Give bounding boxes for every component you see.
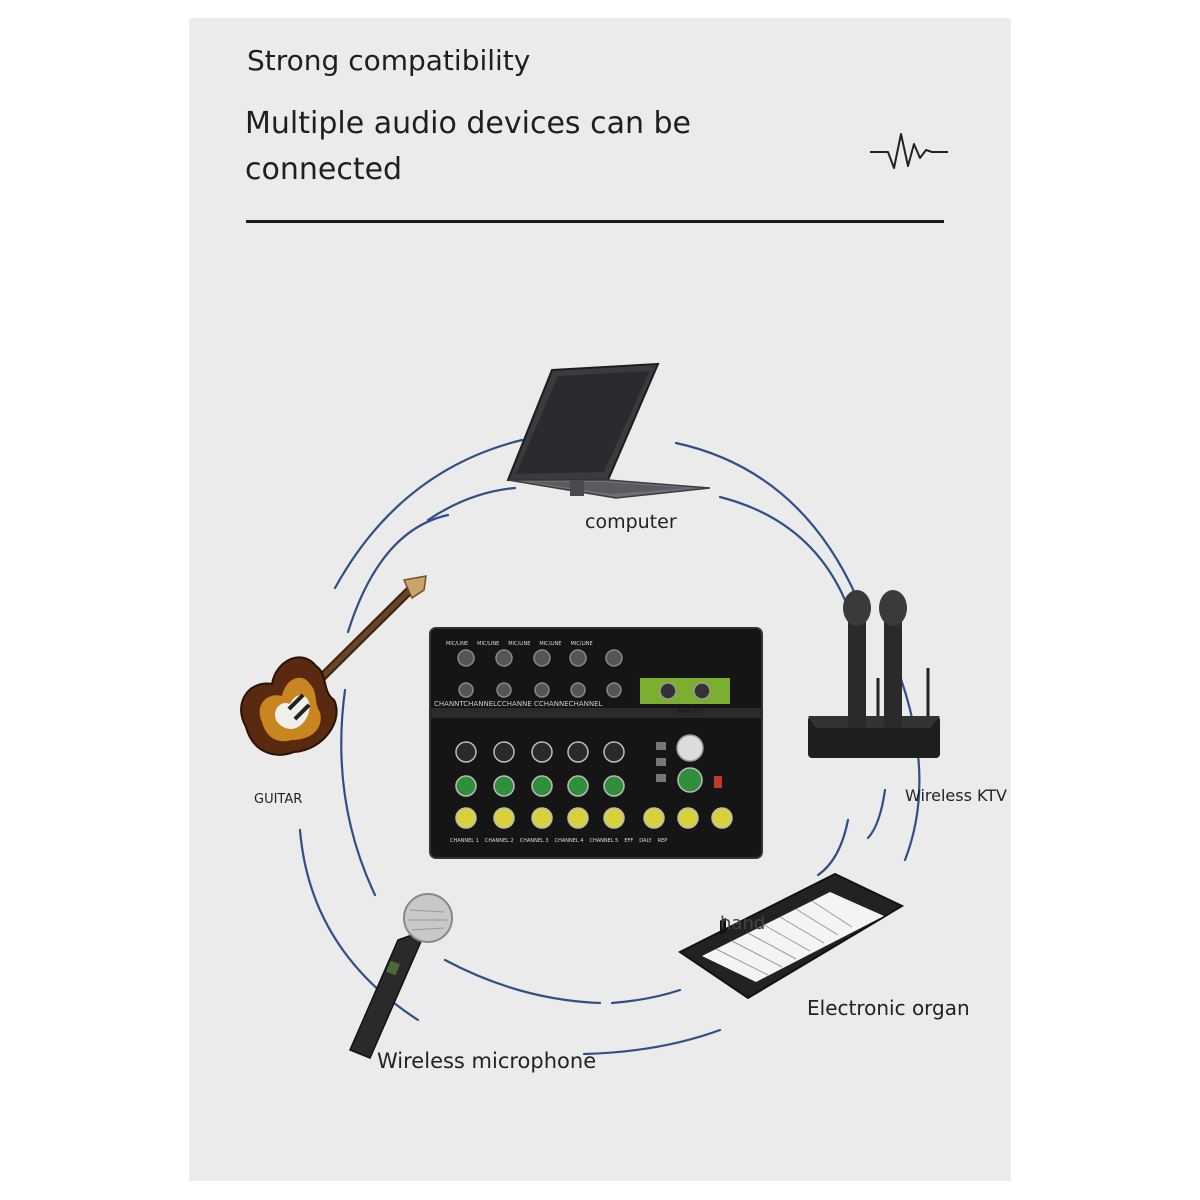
mixer-input-labels: MIC/LINE MIC/LINE MIC/LINE MIC/LINE MIC/… — [446, 641, 646, 647]
label-hand: hand — [720, 913, 766, 934]
wireless-ktv-image — [808, 590, 940, 758]
mixer-bottom-label: EFF — [624, 838, 634, 844]
page-subtitle: Multiple audio devices can be connected — [245, 106, 692, 187]
mixer-bottom-labels: CHANNEL 1 CHANNEL 2 CHANNEL 3 CHANNEL 4 … — [450, 838, 750, 844]
mixer-bottom-label: CHANNEL 1 — [450, 838, 479, 844]
mixer-input-label: MIC/LINE — [477, 641, 500, 647]
mixer-input-label: MIC/LINE — [446, 641, 469, 647]
header-divider — [246, 220, 944, 223]
label-wireless-microphone: Wireless microphone — [377, 1049, 597, 1073]
wireless-microphone-image — [349, 893, 453, 1059]
mixer-bottom-label: REP — [657, 838, 668, 844]
mixer-bottom-label: DALY — [639, 838, 652, 844]
page-title: Strong compatibility — [247, 44, 531, 77]
audio-mixer-image — [429, 627, 763, 859]
mixer-bottom-label: CHANNEL 4 — [554, 838, 584, 844]
mixer-main-out-label: MAIN OUT — [678, 709, 704, 715]
mixer-bottom-label: CHANNEL 5 — [589, 838, 619, 844]
mixer-bottom-label: CHANNEL 2 — [484, 838, 514, 844]
guitar-image — [240, 575, 427, 756]
electronic-organ-image — [678, 872, 905, 1000]
background-panel — [189, 18, 1011, 1181]
waveform-icon — [870, 133, 948, 169]
label-electronic-organ: Electronic organ — [807, 996, 970, 1020]
mixer-input-label: MIC/LINE — [570, 641, 593, 647]
mixer-input-label: MIC/LINE — [539, 641, 562, 647]
laptop-image — [506, 362, 711, 499]
label-wireless-ktv: Wireless KTV — [905, 786, 1007, 805]
mixer-bottom-label: CHANNEL 3 — [519, 838, 549, 844]
label-computer: computer — [585, 511, 677, 533]
mixer-input-label: MIC/LINE — [508, 641, 531, 647]
mixer-channel-strip-label: CHANNTCHANNELCCHANNE CCHANNECHANNEL — [434, 700, 603, 708]
label-guitar: GUITAR — [254, 792, 303, 807]
